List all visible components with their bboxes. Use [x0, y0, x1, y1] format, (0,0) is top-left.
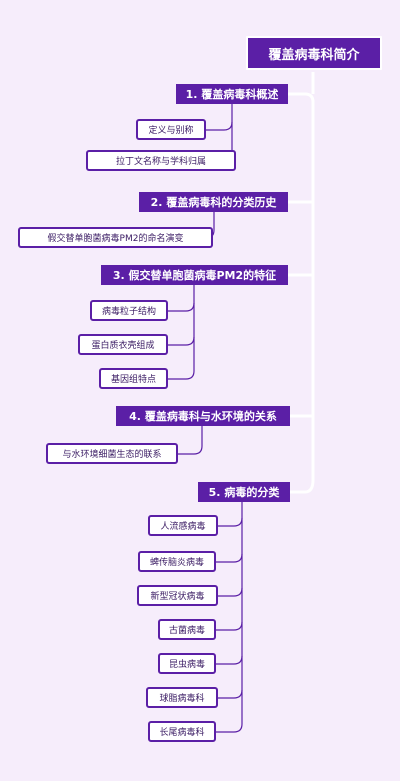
link-3-3: [168, 337, 195, 380]
link-3-1: [168, 285, 195, 312]
main-connectors: [288, 72, 315, 494]
leaf-insect-virus[interactable]: 昆虫病毒: [158, 653, 216, 674]
link-1-1: [206, 104, 233, 131]
leaf-archaea-virus[interactable]: 古菌病毒: [158, 619, 216, 640]
leaf-influenza[interactable]: 人流感病毒: [148, 515, 218, 536]
link-5-6: [218, 656, 243, 699]
leaf-coronavirus[interactable]: 新型冠状病毒: [137, 585, 218, 606]
link-3-2: [168, 303, 195, 346]
leaf-latin-name[interactable]: 拉丁文名称与学科归属: [86, 150, 236, 171]
link-5-5: [216, 622, 243, 665]
leaf-definition[interactable]: 定义与别称: [136, 119, 206, 140]
branch-2-history[interactable]: 2. 覆盖病毒科的分类历史: [139, 192, 288, 212]
link-5-4: [216, 588, 243, 631]
leaf-capsid[interactable]: 蛋白质衣壳组成: [78, 334, 168, 355]
link-5-7: [216, 690, 243, 733]
branch-4-water[interactable]: 4. 覆盖病毒科与水环境的关系: [116, 406, 290, 426]
leaf-bacteria-ecology[interactable]: 与水环境细菌生态的联系: [46, 443, 178, 464]
link-5-1: [218, 502, 243, 527]
leaf-siphovirus[interactable]: 长尾病毒科: [148, 721, 216, 742]
leaf-genome[interactable]: 基因组特点: [99, 368, 168, 389]
leaf-virion-structure[interactable]: 病毒粒子结构: [90, 300, 168, 321]
leaf-tick-encephalitis[interactable]: 蜱传脑炎病毒: [138, 551, 216, 572]
branch-3-pm2-features[interactable]: 3. 假交替单胞菌病毒PM2的特征: [101, 265, 288, 285]
sub-connectors: [168, 104, 243, 733]
branch-5-classification[interactable]: 5. 病毒的分类: [198, 482, 290, 502]
branch-1-overview[interactable]: 1. 覆盖病毒科概述: [176, 84, 288, 104]
trunk: [288, 92, 315, 494]
leaf-pm2-naming[interactable]: 假交替单胞菌病毒PM2的命名演变: [18, 227, 213, 248]
link-5-3: [218, 554, 243, 597]
link-4-1: [178, 426, 203, 455]
root-node[interactable]: 覆盖病毒科简介: [246, 36, 382, 70]
leaf-globulovirus[interactable]: 球脂病毒科: [146, 687, 218, 708]
